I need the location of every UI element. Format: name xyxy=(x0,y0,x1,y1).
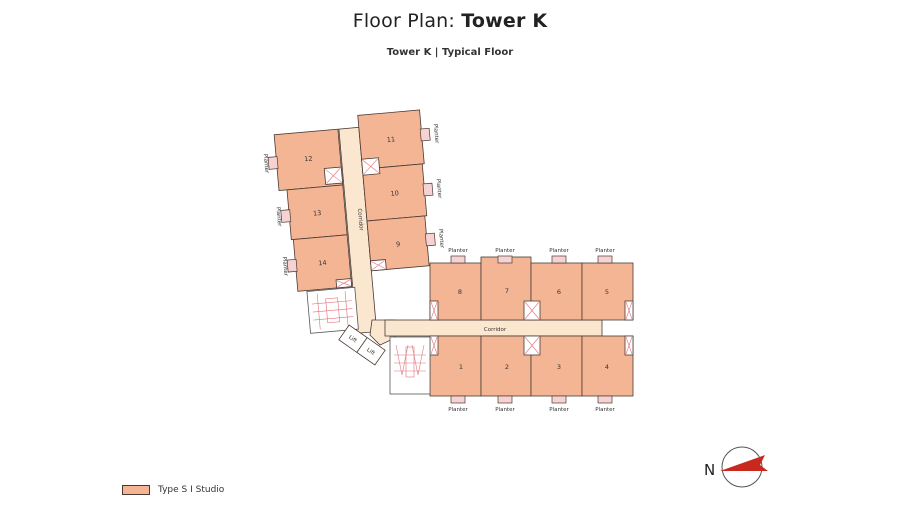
planter-13: Planter xyxy=(274,207,292,228)
svg-text:Planter: Planter xyxy=(274,207,282,228)
corridor-label-horizontal: Corridor xyxy=(484,327,507,333)
page-title: Floor Plan: Tower K xyxy=(0,10,900,32)
svg-text:10: 10 xyxy=(390,189,399,198)
unit-2[interactable]: 2 xyxy=(480,335,532,397)
svg-text:4: 4 xyxy=(605,363,609,371)
svg-text:Planter: Planter xyxy=(281,256,289,277)
svg-text:Planter: Planter xyxy=(262,154,270,175)
planter-5: Planter xyxy=(595,248,615,264)
svg-text:12: 12 xyxy=(304,155,313,164)
north-arrow-icon xyxy=(720,455,768,471)
shaft-8 xyxy=(429,300,439,321)
svg-text:Planter: Planter xyxy=(432,124,440,145)
svg-text:Planter: Planter xyxy=(549,248,569,254)
unit-5[interactable]: 5 xyxy=(581,262,634,321)
planter-9: Planter xyxy=(424,229,445,250)
svg-text:Planter: Planter xyxy=(595,407,615,413)
north-compass: N xyxy=(700,445,780,499)
svg-text:Planter: Planter xyxy=(549,407,569,413)
svg-text:2: 2 xyxy=(505,363,509,371)
lift-label-1: Lift xyxy=(347,335,358,345)
svg-text:5: 5 xyxy=(605,288,609,296)
svg-text:Planter: Planter xyxy=(435,179,443,200)
svg-text:13: 13 xyxy=(313,209,322,218)
unit-4[interactable]: 4 xyxy=(581,335,634,397)
planter-3: Planter xyxy=(549,395,569,413)
shaft-1 xyxy=(429,335,439,356)
north-label: N xyxy=(704,461,715,479)
svg-text:Planter: Planter xyxy=(448,407,468,413)
unit-8[interactable]: 8 xyxy=(429,262,482,321)
svg-text:6: 6 xyxy=(557,288,561,296)
planter-1: Planter xyxy=(448,395,468,413)
planter-7: Planter xyxy=(495,248,515,264)
shaft-9 xyxy=(370,259,387,272)
wing-north: Corridor 12 13 14 Planter xyxy=(262,109,445,334)
stair-north xyxy=(306,286,359,334)
svg-text:14: 14 xyxy=(318,259,327,268)
svg-text:1: 1 xyxy=(459,363,463,371)
unit-7[interactable]: 7 xyxy=(480,256,532,321)
svg-text:8: 8 xyxy=(458,288,462,296)
shaft-2 xyxy=(523,335,541,356)
svg-text:Planter: Planter xyxy=(595,248,615,254)
svg-text:Planter: Planter xyxy=(495,248,515,254)
svg-text:7: 7 xyxy=(505,287,509,295)
lift-label-2: Lift xyxy=(365,347,376,357)
svg-text:Planter: Planter xyxy=(437,229,445,250)
title-tower: Tower K xyxy=(461,10,548,32)
svg-text:Planter: Planter xyxy=(448,248,468,254)
planter-11: Planter xyxy=(419,124,440,145)
legend-swatch-type-s xyxy=(122,485,150,495)
shaft-5 xyxy=(624,300,634,321)
shaft-7 xyxy=(523,300,541,321)
title-prefix: Floor Plan: xyxy=(352,10,462,32)
planter-4: Planter xyxy=(595,395,615,413)
corridor-label-vertical: Corridor xyxy=(356,208,364,231)
shaft-4 xyxy=(624,335,634,356)
planter-12: Planter xyxy=(262,154,279,175)
shaft-11 xyxy=(361,157,381,176)
legend: Type S I Studio xyxy=(122,485,224,495)
svg-text:3: 3 xyxy=(557,363,561,371)
shaft-12 xyxy=(323,166,344,185)
page-subtitle: Tower K | Typical Floor xyxy=(386,47,514,58)
planter-14: Planter xyxy=(281,256,298,277)
lift-core: Lift Lift xyxy=(338,324,386,366)
unit-1[interactable]: 1 xyxy=(429,335,482,397)
svg-text:9: 9 xyxy=(396,240,401,248)
svg-text:11: 11 xyxy=(387,135,396,144)
unit-13[interactable]: 13 xyxy=(286,184,348,241)
planter-8: Planter xyxy=(448,248,468,264)
planter-6: Planter xyxy=(549,248,569,264)
planter-10: Planter xyxy=(422,179,443,200)
legend-label-type-s: Type S I Studio xyxy=(158,485,225,495)
stair-south xyxy=(389,336,431,395)
shaft-14 xyxy=(335,278,353,289)
svg-text:Planter: Planter xyxy=(495,407,515,413)
planter-2: Planter xyxy=(495,395,515,413)
